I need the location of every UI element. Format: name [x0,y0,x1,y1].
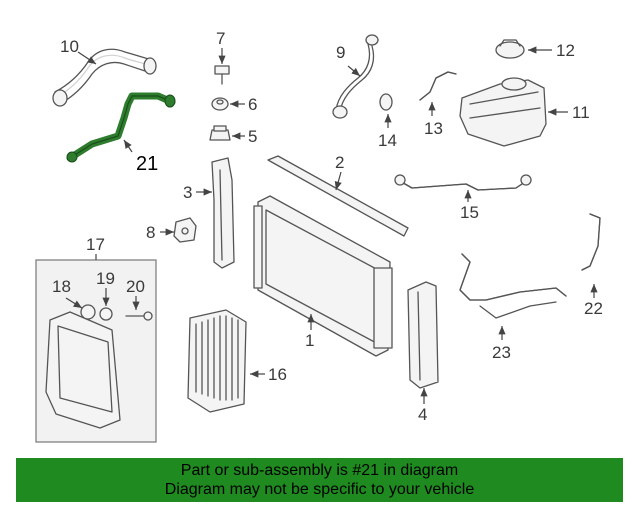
callout-17: 17 [86,235,105,254]
cap-part-12[interactable] [495,39,525,59]
callout-1: 1 [305,331,314,350]
callout-18: 18 [52,277,71,296]
side-bracket-part-3[interactable] [211,157,235,269]
callout-2: 2 [335,153,344,172]
callout-6: 6 [248,95,257,114]
info-banner: Part or sub-assembly is #21 in diagram D… [16,458,623,502]
grommet-part-6[interactable] [211,97,229,111]
long-hose-part-15[interactable] [394,174,532,191]
callout-15: 15 [460,203,479,222]
clamp-part-14[interactable] [379,93,393,111]
banner-line-2: Diagram may not be specific to your vehi… [164,481,475,498]
hose-part-9[interactable] [332,34,379,119]
leader-10 [77,51,97,65]
leader-18 [65,297,83,309]
callout-13: 13 [424,119,443,138]
callout-3: 3 [183,183,192,202]
top-shroud-part-2[interactable] [267,155,409,237]
callout-8: 8 [146,223,155,242]
hose-assembly-part-23[interactable] [459,253,567,319]
upper-hose-part-10[interactable] [52,48,157,107]
leader-21 [123,139,133,153]
expansion-tank-part-11[interactable] [459,77,547,147]
callout-12: 12 [556,41,575,60]
banner-line-1: Part or sub-assembly is #21 in diagram [180,462,459,479]
small-hose-part-13[interactable] [419,71,457,101]
callout-19: 19 [96,269,115,288]
clip-part-8[interactable] [173,217,197,243]
callout-16: 16 [268,365,287,384]
air-guide-part-4[interactable] [407,281,439,389]
callout-23: 23 [492,343,511,362]
radiator-part-1[interactable] [253,195,393,357]
hose-part-22[interactable] [581,213,601,271]
callout-9: 9 [336,43,345,62]
callout-10: 10 [60,37,79,56]
callout-14: 14 [378,131,397,150]
callout-11: 11 [572,103,590,122]
leader-2 [334,171,342,191]
bolt-part-7[interactable] [214,65,230,85]
mount-part-5[interactable] [209,125,231,141]
callout-22: 22 [584,299,603,318]
sub-assembly-box-part-17[interactable] [35,259,157,443]
callout-20: 20 [126,277,145,296]
aux-radiator-part-16[interactable] [187,309,247,413]
leader-9 [347,65,361,77]
coolant-hose-part-21[interactable] [66,92,176,163]
callout-4: 4 [418,405,427,424]
callout-5: 5 [248,127,257,146]
callout-7: 7 [216,29,225,48]
callout-21: 21 [136,153,158,175]
